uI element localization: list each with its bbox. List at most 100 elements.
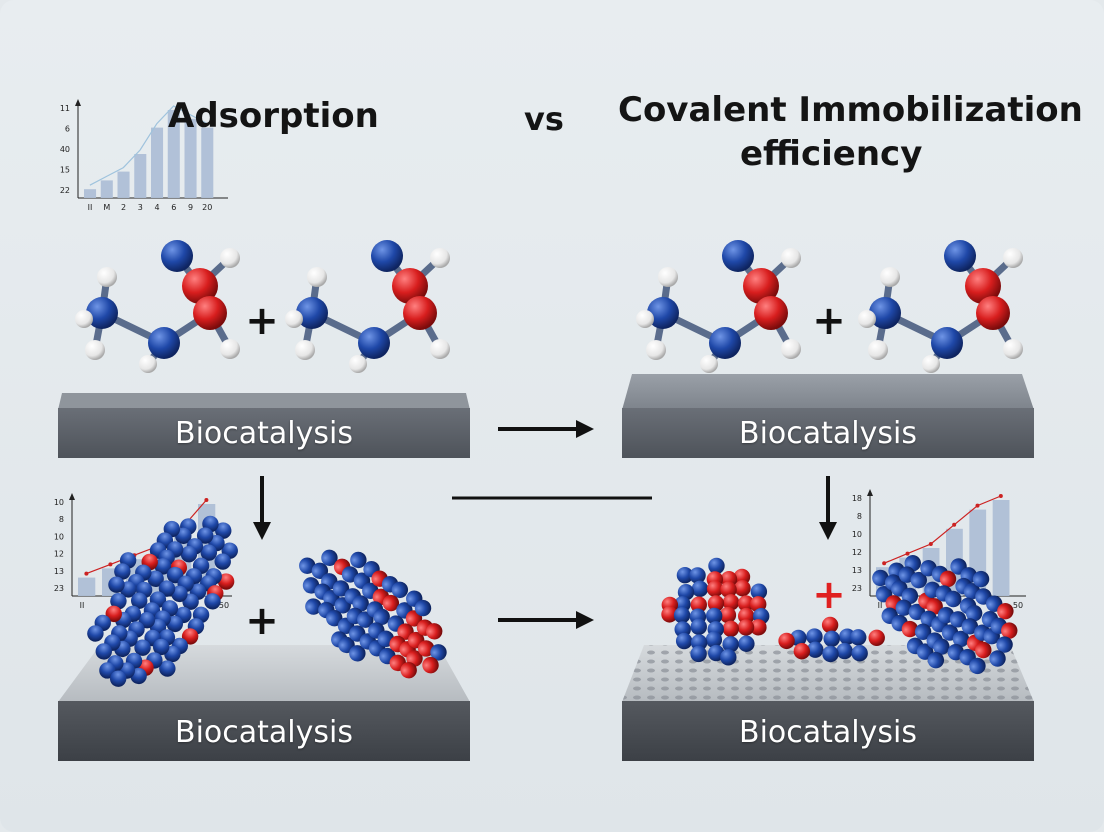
slab-label-bottom-right: Biocatalysis (739, 715, 917, 750)
protein-residue-blue (872, 569, 889, 587)
protein-residue-blue (109, 670, 127, 687)
chart-x-tick-label: 3 (138, 203, 143, 212)
protein-residue-blue (927, 651, 945, 669)
chart-bar (100, 180, 113, 198)
chart-y-axis-arrow (75, 99, 81, 106)
molecule-atom (285, 310, 303, 328)
arrow-down-left (253, 476, 271, 540)
protein-residue-red (778, 632, 795, 650)
protein-residue-blue (299, 557, 316, 574)
molecule-atom (220, 339, 240, 359)
protein-residue-blue (350, 551, 367, 569)
molecule-atom (295, 340, 315, 360)
chart-y-axis-arrow (69, 493, 75, 500)
protein-residue-blue (895, 599, 912, 616)
protein-residue-red (926, 598, 943, 615)
slab-top-left (58, 393, 470, 458)
protein-residue-red (426, 623, 443, 640)
protein-residue-blue (158, 580, 176, 597)
protein-residue-blue (357, 611, 374, 628)
molecule-atom (75, 310, 93, 328)
protein-residue-blue (691, 580, 709, 597)
molecule-atom (193, 296, 227, 330)
protein-residue-blue (676, 566, 694, 584)
protein-residue-red (868, 629, 885, 647)
molecule-atom (307, 267, 327, 287)
molecule-atom (709, 327, 741, 359)
protein-residue-red (734, 580, 751, 597)
molecule-atom (658, 267, 678, 287)
chart-trend-point (905, 551, 910, 556)
molecule-atom (392, 268, 428, 304)
molecule-atom (86, 297, 118, 329)
protein-residue-blue (326, 609, 343, 627)
protein-residue-red (722, 594, 740, 611)
protein-residue-blue (705, 607, 723, 625)
chart-bar (151, 127, 164, 198)
protein-residue-blue (311, 562, 329, 580)
protein-residue-red (105, 605, 122, 623)
protein-residue-blue (689, 567, 706, 584)
chart-y-tick-label: 18 (852, 494, 862, 503)
molecule-atom (646, 340, 666, 360)
protein-residue-red (975, 641, 992, 659)
protein-residue-blue (972, 570, 990, 588)
protein-cluster-bottom-left-1 (87, 515, 238, 687)
molecule-atom (931, 327, 963, 359)
protein-residue-blue (996, 636, 1013, 653)
protein-residue-blue (147, 570, 164, 588)
chart-trend-point (84, 571, 89, 576)
protein-residue-red (690, 596, 707, 613)
protein-residue-blue (215, 522, 232, 539)
protein-residue-blue (430, 644, 447, 661)
chart-y-tick-label: 8 (59, 515, 64, 524)
molecule-atom (722, 240, 754, 272)
molecule-atom (220, 248, 240, 268)
chart-y-tick-label: 13 (54, 567, 64, 576)
plus-sign-top-right: + (812, 298, 846, 344)
chart-y-tick-label: 40 (60, 145, 70, 154)
chart-y-tick-label: 12 (852, 548, 862, 557)
plus-sign-bottom-left: + (245, 598, 279, 644)
protein-residue-blue (738, 635, 755, 652)
protein-residue-blue (690, 645, 707, 663)
molecule-atom (358, 327, 390, 359)
protein-residue-blue (823, 630, 840, 647)
chart-trend-point (204, 498, 209, 502)
chart-trend-line (883, 495, 1002, 564)
protein-residue-blue (720, 649, 737, 666)
protein-residue-red (722, 620, 740, 637)
protein-residue-blue (673, 606, 691, 624)
molecule-atom (139, 355, 157, 373)
molecule-atom (869, 297, 901, 329)
chart-x-tick-label: 9 (188, 203, 193, 212)
protein-residue-red (738, 607, 755, 625)
molecule-atom (636, 310, 654, 328)
protein-residue-blue (908, 603, 926, 621)
chart-trend-point (928, 542, 933, 546)
molecule-atom (976, 296, 1010, 330)
chart-y-tick-label: 22 (60, 186, 70, 195)
molecule-atom (965, 268, 1001, 304)
protein-residue-blue (204, 593, 221, 610)
protein-residue-blue (87, 625, 104, 642)
protein-residue-blue (945, 590, 962, 608)
chart-y-tick-label: 10 (54, 498, 64, 507)
protein-residue-blue (933, 638, 950, 655)
protein-residue-blue (373, 608, 390, 626)
protein-residue-blue (705, 631, 723, 648)
protein-residue-blue (321, 549, 338, 567)
arrow-right-top (498, 420, 594, 438)
protein-residue-red (181, 628, 199, 645)
protein-residue-blue (114, 563, 131, 580)
molecule-atom (371, 240, 403, 272)
molecule-atom (743, 268, 779, 304)
chart-x-tick-label: 50 (1013, 601, 1023, 610)
protein-residue-blue (961, 618, 979, 635)
chart-x-tick-label: 4 (154, 203, 159, 212)
protein-residue-blue (969, 657, 986, 675)
chart-y-tick-label: 11 (60, 104, 70, 113)
protein-residue-blue (159, 660, 176, 677)
